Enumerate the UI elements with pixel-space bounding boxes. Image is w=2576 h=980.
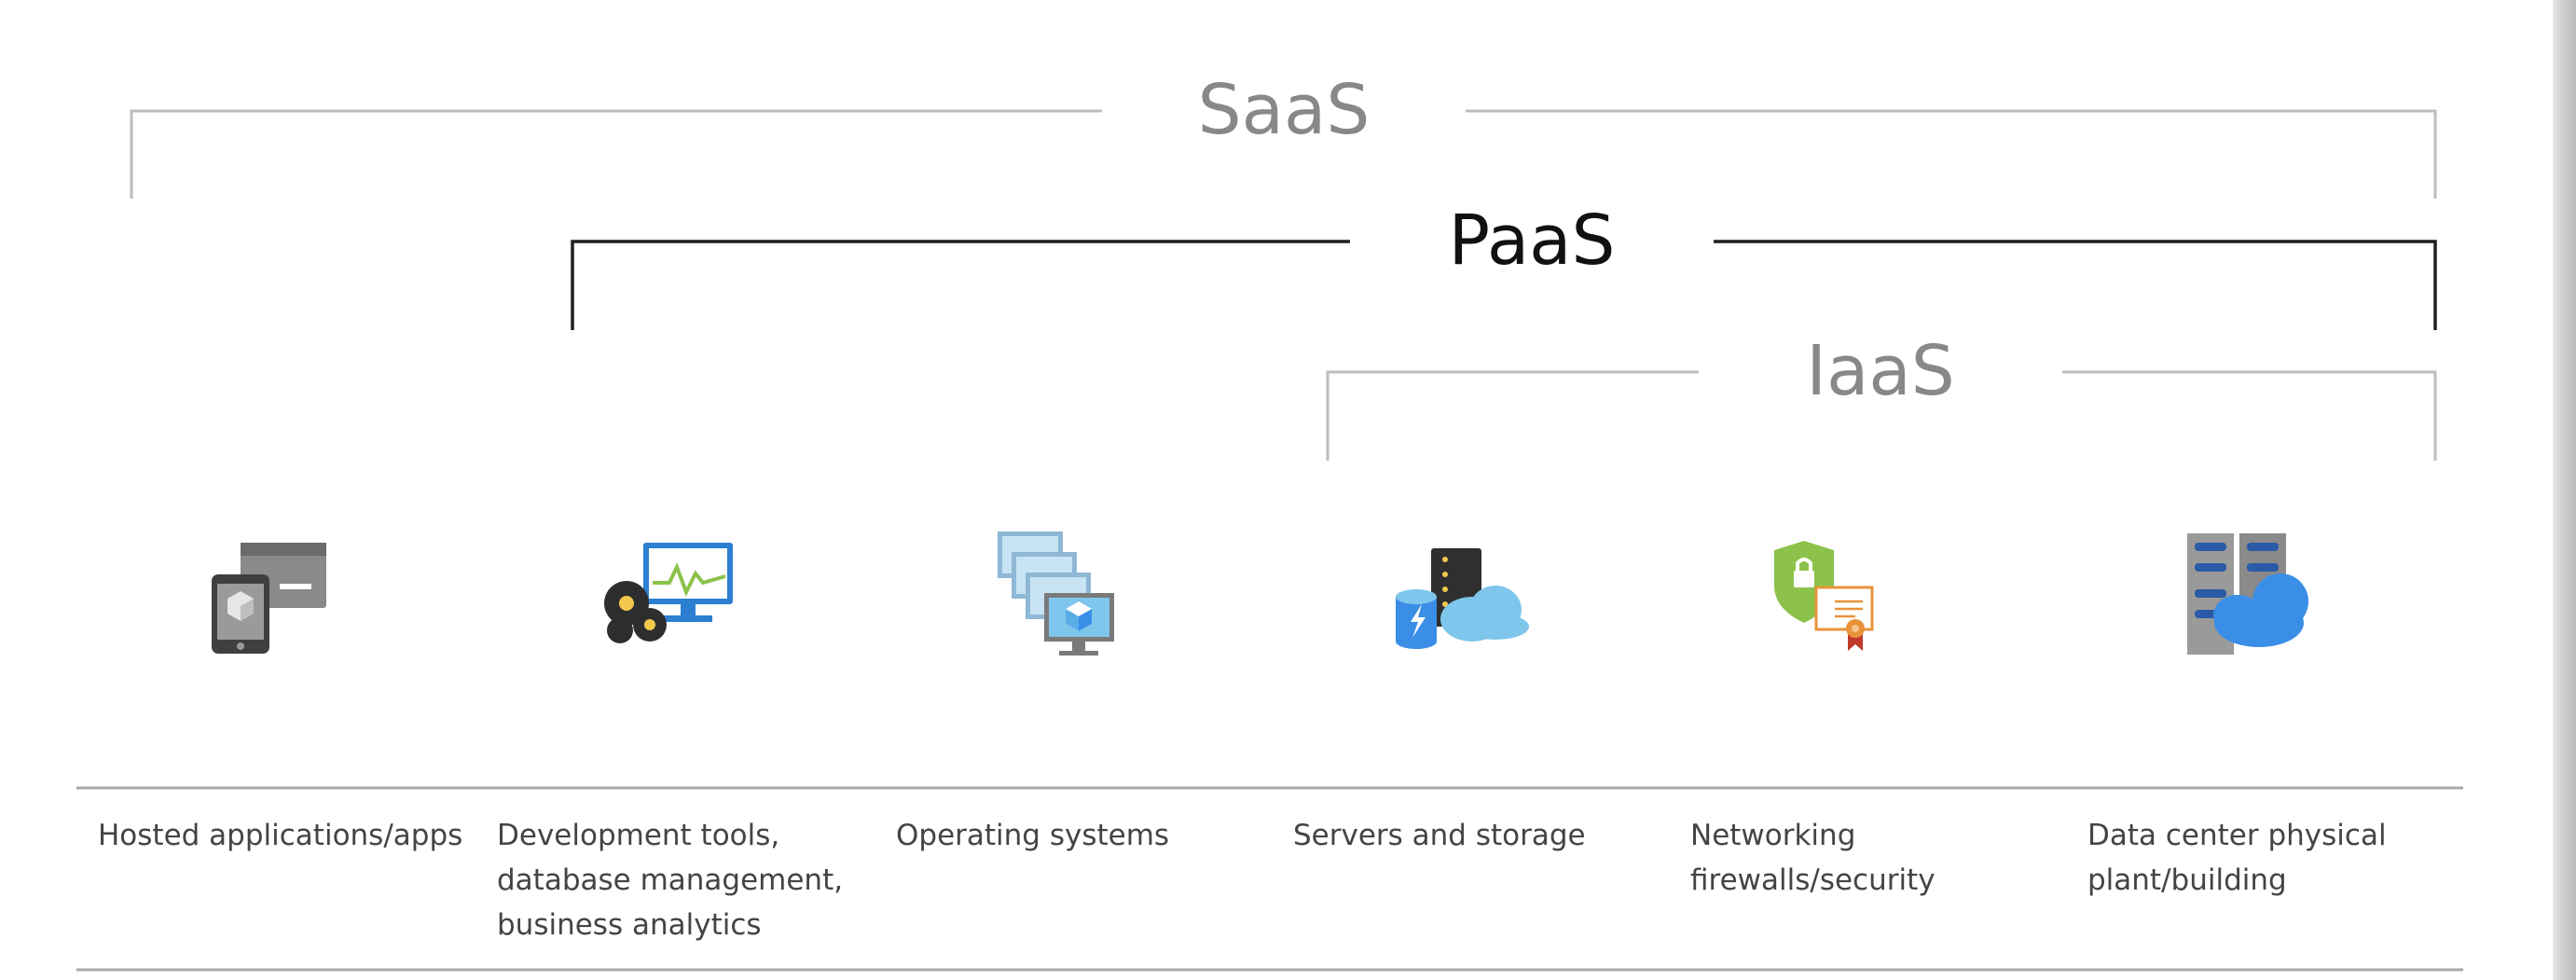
dev-tools-monitor-icon (604, 543, 733, 643)
iaas-bracket-right-line (2062, 370, 2437, 461)
iaas-bracket-left-line (1326, 370, 1699, 461)
col-label-data-center: Data center physical plant/building (2087, 813, 2470, 903)
saas-label: SaaS (1198, 70, 1371, 150)
col-label-operating-systems: Operating systems (896, 813, 1278, 858)
label-line: firewalls/security (1690, 863, 1935, 897)
label-line: Servers and storage (1293, 819, 1586, 852)
paas-bracket-right-line (1714, 240, 2437, 330)
col-label-dev-tools: Development tools, database management, … (497, 813, 879, 947)
mobile-app-icon (212, 543, 326, 654)
col-label-servers-storage: Servers and storage (1293, 813, 1675, 858)
label-line: Operating systems (896, 819, 1170, 852)
datacenter-cloud-icon (2187, 533, 2308, 655)
server-storage-cloud-icon (1396, 548, 1529, 649)
vertical-scrollbar[interactable] (2553, 0, 2576, 980)
saas-bracket: SaaS (130, 70, 2437, 199)
col-label-networking: Networking firewalls/security (1690, 813, 2073, 903)
label-line: business analytics (497, 908, 762, 942)
paas-label: PaaS (1449, 200, 1616, 281)
security-certificate-icon (1774, 541, 1874, 651)
virtual-machines-icon (998, 531, 1114, 656)
col-label-hosted-apps: Hosted applications/apps (98, 813, 480, 858)
label-line: plant/building (2087, 863, 2287, 897)
label-line: database management, (497, 863, 844, 897)
paas-bracket: PaaS (571, 200, 2437, 330)
iaas-label: IaaS (1806, 331, 1955, 411)
saas-bracket-left-line (130, 109, 1102, 199)
label-line: Development tools, (497, 819, 780, 852)
label-line: Hosted applications/apps (98, 819, 463, 852)
label-line: Data center physical (2087, 819, 2387, 852)
iaas-bracket: IaaS (1326, 331, 2437, 461)
label-line: Networking (1690, 819, 1856, 852)
saas-bracket-right-line (1466, 109, 2437, 199)
paas-bracket-left-line (571, 240, 1350, 330)
